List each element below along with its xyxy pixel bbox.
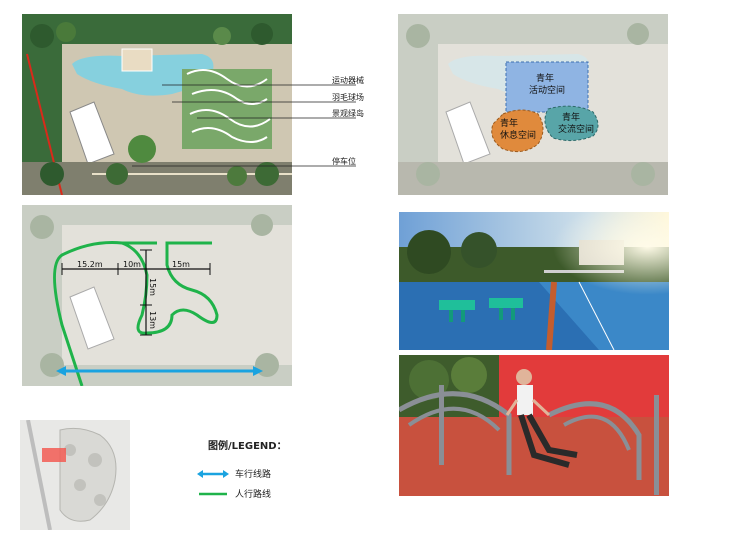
legend-vehicle-label: 车行线路 (235, 470, 272, 480)
photo-court-image (399, 212, 669, 350)
pedestrian-route-outer (53, 241, 157, 386)
zone-activity-line1: 青年 (536, 72, 554, 84)
pedestrian-route-swatch (197, 489, 229, 499)
circulation-drawing: 15.2m 10m 15m 15m 13m (22, 205, 292, 386)
activity-zone (505, 61, 589, 113)
photo-fitness-image (399, 355, 669, 496)
label-badminton: 羽毛球场 (332, 92, 364, 102)
zoning-panel: 青年 活动空间 青年 休息空间 青年 交流空间 (398, 14, 668, 195)
circulation-panel: 15.2m 10m 15m 15m 13m (22, 205, 292, 386)
label-parking: 停车位 (332, 156, 356, 166)
legend-pedestrian-label: 人行路线 (235, 490, 272, 500)
exchange-zone (544, 105, 599, 142)
legend-title: 图例/LEGEND： (208, 441, 287, 452)
dim-13m: 13m (148, 311, 157, 329)
photo-fitness (399, 355, 669, 496)
label-island: 景观绿岛 (332, 108, 364, 118)
photo-court (399, 212, 669, 350)
vehicle-route-swatch (197, 469, 229, 479)
master-plan-panel (22, 14, 292, 195)
zone-rest-line1: 青年 (500, 117, 518, 129)
master-plan-drawing (22, 14, 292, 195)
location-map (20, 420, 130, 530)
zone-rest-line2: 休息空间 (500, 129, 536, 141)
location-map-panel (20, 420, 130, 530)
legend-pedestrian: 人行路线 (197, 487, 271, 500)
legend-vehicle: 车行线路 (197, 467, 271, 480)
zoning-drawing: 青年 活动空间 青年 休息空间 青年 交流空间 (398, 14, 668, 195)
site-highlight (42, 448, 66, 462)
zone-exchange-line1: 青年 (562, 111, 580, 123)
zone-exchange-line2: 交流空间 (558, 123, 594, 135)
dim-15-2m: 15.2m (77, 260, 103, 269)
label-fitness: 运动器械 (332, 75, 364, 85)
rest-zone (491, 109, 544, 153)
dim-15m-vertical: 15m (148, 278, 157, 296)
dim-15m-horizontal: 15m (172, 260, 190, 269)
dim-10m: 10m (123, 260, 141, 269)
zone-activity-line2: 活动空间 (529, 84, 565, 96)
